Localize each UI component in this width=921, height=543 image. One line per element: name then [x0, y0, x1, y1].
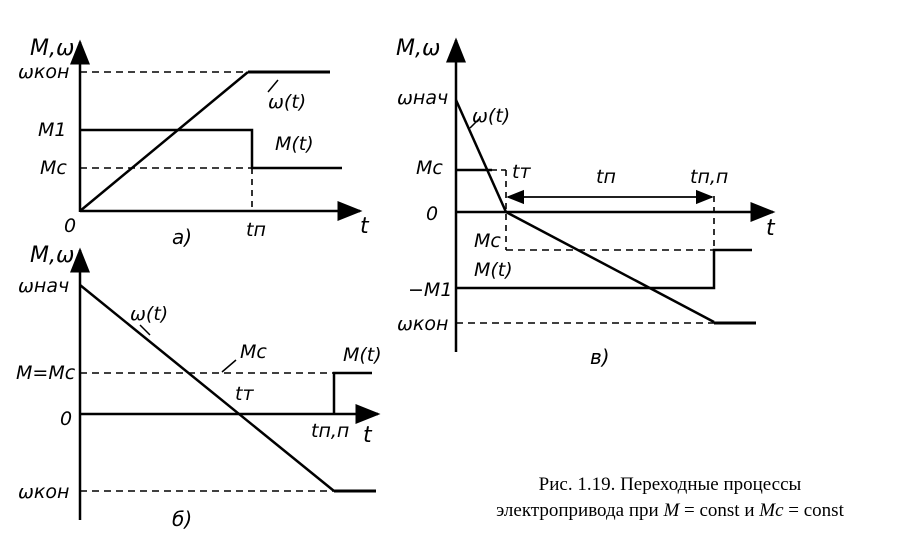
b-Mc-leader: [221, 359, 237, 373]
caption-const: = const: [788, 500, 844, 521]
c-omega-leader: [469, 117, 481, 129]
b-x-axis-label: t: [363, 423, 373, 448]
a-label-zero: 0: [64, 215, 76, 237]
c-label-zero: 0: [426, 203, 438, 225]
b-label-wnach: ωнач: [18, 275, 69, 297]
a-label-M-t: M(t): [275, 133, 314, 155]
diagram-b: [70, 247, 381, 520]
a-omega-line: [79, 71, 249, 212]
a-label-M1: M1: [38, 119, 66, 141]
b-panel-label: б): [172, 507, 192, 531]
b-omega-line: [79, 284, 335, 492]
caption-line-2: электропривода при M = const и Mc = cons…: [430, 498, 910, 524]
c-label-tpp: tп,п: [690, 166, 728, 188]
c-label-tp: tп: [596, 166, 616, 188]
a-y-axis-label: M,ω: [30, 36, 74, 61]
caption-const-and: = const и: [684, 500, 755, 521]
a-label-omega-t: ω(t): [268, 91, 306, 113]
c-panel-label: в): [590, 345, 610, 369]
figure-caption: Рис. 1.19. Переходные процессы электропр…: [430, 472, 910, 524]
diagram-c: [446, 37, 776, 352]
a-M-step: [80, 128, 342, 170]
a-label-Mc: Mc: [40, 157, 67, 179]
c-label-omega-t: ω(t): [472, 105, 510, 127]
c-x-axis-label: t: [766, 216, 776, 241]
c-omega-shallow: [505, 210, 715, 324]
b-y-axis-label: M,ω: [30, 243, 74, 268]
c-label-Mc-top: Mc: [416, 157, 443, 179]
caption-line-2-prefix: электропривода при: [496, 500, 659, 521]
c-y-axis-label: M,ω: [396, 36, 440, 61]
c-label-Mc-neg: Mc: [474, 230, 501, 252]
diagram-a: [70, 39, 363, 221]
caption-symbol-Mc: Mc: [759, 500, 784, 521]
b-label-Mc: Mc: [240, 341, 267, 363]
caption-symbol-M: M: [663, 500, 680, 521]
c-label-wkon: ωкон: [397, 313, 448, 335]
caption-line-1: Рис. 1.19. Переходные процессы: [538, 474, 802, 495]
a-panel-label: а): [172, 225, 192, 249]
a-label-tp: tп: [246, 219, 266, 241]
b-label-zero: 0: [60, 408, 72, 430]
b-label-omega-t: ω(t): [130, 303, 168, 325]
b-omega-leader: [139, 324, 151, 336]
c-label-tt: tт: [512, 161, 531, 183]
b-M-step: [332, 371, 372, 414]
b-label-tt: tт: [235, 383, 254, 405]
b-label-M-eq-Mc: M=Mc: [16, 362, 76, 384]
c-omega-steep: [454, 99, 508, 213]
a-label-wkon: ωкон: [18, 61, 69, 83]
b-label-M-t: M(t): [343, 344, 382, 366]
a-x-axis-label: t: [360, 214, 370, 239]
b-label-tpp: tп,п: [311, 420, 349, 442]
b-label-wkon: ωкон: [18, 481, 69, 503]
c-label-M-t: M(t): [474, 259, 513, 281]
c-label-wnach: ωнач: [397, 87, 448, 109]
c-M-neg-step: [456, 248, 752, 290]
a-omega-leader: [267, 79, 279, 93]
c-label-minus-M1: −M1: [408, 279, 452, 301]
